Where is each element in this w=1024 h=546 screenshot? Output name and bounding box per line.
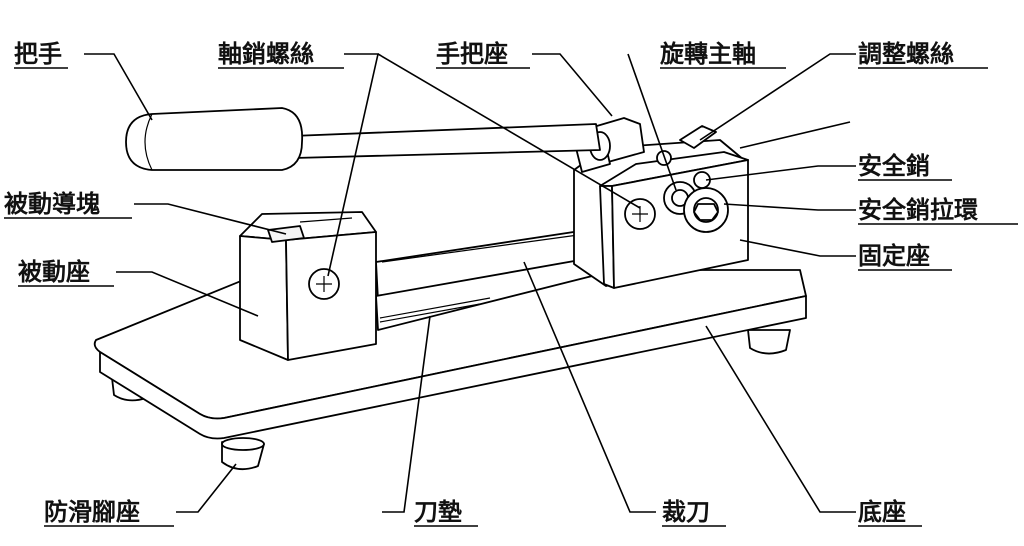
label-blade-pad: 刀墊	[414, 497, 462, 526]
driven-seat-screw	[308, 268, 340, 300]
anti-slip-foot-front-left	[221, 437, 265, 471]
label-shaft-screw: 軸銷螺絲	[218, 39, 314, 68]
label-handle-seat: 手把座	[436, 39, 508, 68]
driven-seat	[239, 211, 377, 361]
label-rotating-spindle: 旋轉主軸	[659, 39, 756, 68]
leader-lines	[84, 53, 856, 513]
label-adjust-screw: 調整螺絲	[858, 39, 954, 68]
label-driven-guide-block: 被動導塊	[4, 189, 100, 218]
label-base: 底座	[858, 497, 906, 526]
handle	[125, 107, 601, 171]
label-safety-pin: 安全銷	[858, 151, 930, 180]
label-cutting-blade: 裁刀	[662, 497, 710, 526]
label-handle: 把手	[14, 39, 62, 68]
label-anti-slip-foot: 防滑腳座	[44, 497, 140, 526]
anti-slip-foot-right	[747, 329, 791, 355]
label-fixed-seat: 固定座	[858, 241, 930, 270]
label-driven-seat: 被動座	[18, 257, 90, 286]
fixed-seat-screw	[624, 198, 656, 230]
safety-pin-ring	[683, 187, 729, 233]
adjust-screw	[656, 125, 717, 166]
blade-pad-rail	[375, 227, 617, 331]
label-safety-pin-ring: 安全銷拉環	[858, 195, 979, 224]
